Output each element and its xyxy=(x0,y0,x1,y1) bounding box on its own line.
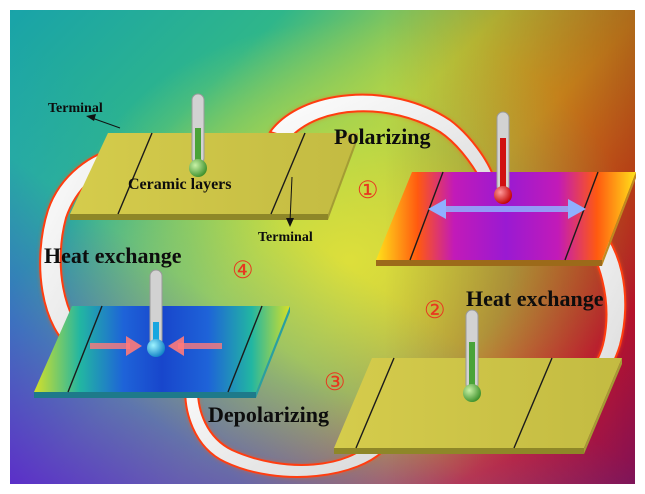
electrode-line xyxy=(117,132,153,215)
heat-exchange-label-right: Heat exchange xyxy=(466,286,604,311)
electrode-line xyxy=(564,171,599,261)
terminal-label-top: Terminal xyxy=(48,101,103,116)
terminal-label-bottom: Terminal xyxy=(258,230,313,245)
electrode-line xyxy=(409,171,444,261)
electrode-line xyxy=(355,357,395,449)
thermometer-hot-icon xyxy=(494,111,512,204)
electrode-line xyxy=(513,357,553,449)
step-number-2: ② xyxy=(424,298,446,324)
thermometer-icon xyxy=(463,309,481,402)
step-number-3: ③ xyxy=(324,370,346,396)
ceramic-plate-initial xyxy=(70,132,358,220)
step-number-1: ① xyxy=(357,178,379,204)
thermometer-cold-icon xyxy=(147,269,165,357)
terminal-pointer-line xyxy=(91,117,121,129)
electrode-line xyxy=(270,132,306,215)
heat-exchange-label-left: Heat exchange xyxy=(44,243,182,268)
terminal-pointer-arrowhead xyxy=(86,114,96,121)
terminal-pointer-line xyxy=(289,176,293,223)
electric-field-arrow xyxy=(428,199,586,219)
electrode-line xyxy=(227,305,263,393)
electrode-line xyxy=(67,305,103,393)
ceramic-plate-polarized xyxy=(376,171,636,266)
thermometer-icon xyxy=(189,93,207,177)
polarizing-label: Polarizing xyxy=(334,124,431,149)
terminal-pointer-arrowhead xyxy=(286,218,294,227)
step-number-4: ④ xyxy=(232,258,254,284)
field-collapse-arrows xyxy=(90,336,222,356)
ceramic-plate-after-exchange xyxy=(334,357,622,454)
ceramic-layers-label: Ceramic layers xyxy=(128,176,232,193)
depolarizing-label: Depolarizing xyxy=(208,402,329,427)
